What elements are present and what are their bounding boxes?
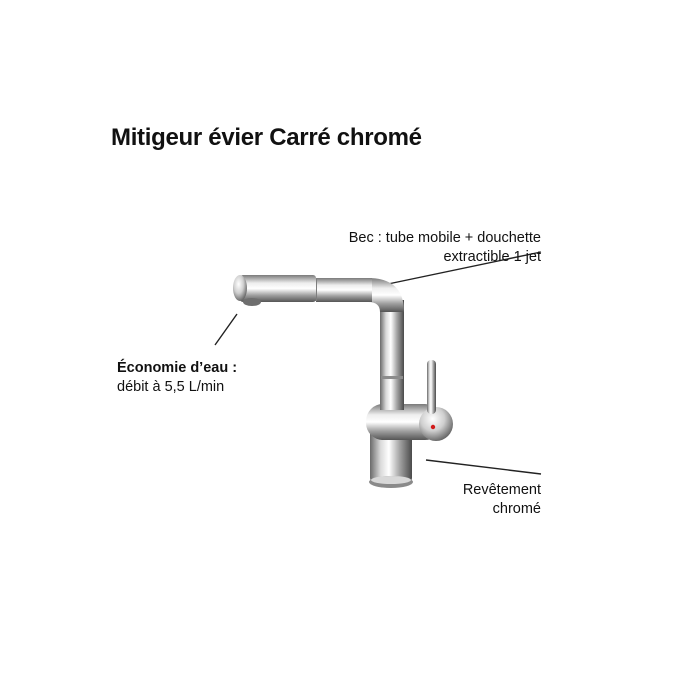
- spout-callout: Bec : tube mobile + douchette extractibl…: [349, 229, 541, 267]
- finish-callout-line2: chromé: [492, 501, 541, 517]
- finish-callout: Revêtement chromé: [463, 481, 541, 519]
- finish-callout-line1: Revêtement: [462, 482, 541, 498]
- hot-indicator: [430, 424, 436, 430]
- spout-riser: [380, 300, 404, 410]
- product-title: Mitigeur évier Carré chromé: [111, 124, 422, 151]
- mixer-cap: [419, 407, 453, 441]
- spray-head: [240, 275, 316, 302]
- spout-callout-line1: Bec : tube mobile + douchette: [348, 230, 541, 246]
- finish-leader-line: [425, 459, 542, 475]
- water-saving-callout-heading: Économie d’eau :: [117, 360, 238, 376]
- spout-leader-line: [387, 251, 542, 285]
- riser-joint: [381, 376, 403, 379]
- aerator: [243, 298, 261, 306]
- spray-head-end: [233, 275, 247, 301]
- water-leader-line: [214, 313, 238, 346]
- faucet-base-rim: [371, 476, 411, 484]
- mixer-lever: [427, 360, 436, 414]
- spout-tube: [316, 278, 372, 302]
- spout-callout-line2: extractible 1 jet: [443, 249, 541, 265]
- spout-elbow: [368, 278, 404, 312]
- water-saving-callout-detail: débit à 5,5 L/min: [117, 379, 225, 395]
- water-saving-callout: Économie d’eau : débit à 5,5 L/min: [117, 359, 237, 397]
